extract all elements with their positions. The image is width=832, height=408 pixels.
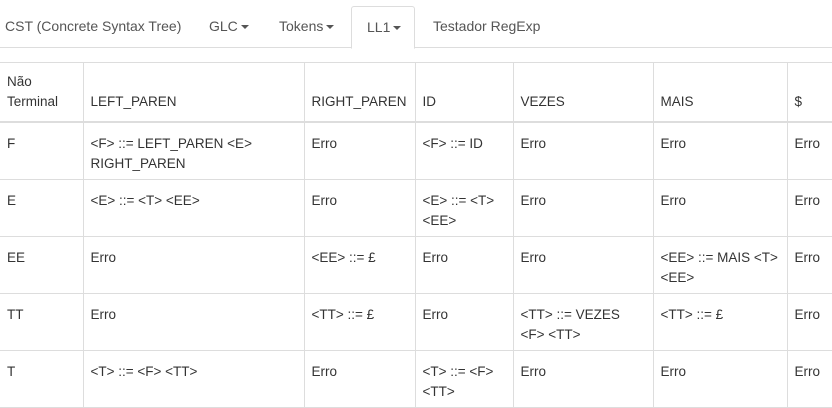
table-cell: E <box>0 178 84 237</box>
column-header-right-paren: RIGHT_PAREN <box>303 62 416 123</box>
table-cell: Erro <box>82 292 305 351</box>
table-cell: Erro <box>652 178 788 237</box>
table-cell: <F> ::= LEFT_PAREN <E> RIGHT_PAREN <box>82 121 305 180</box>
nav-tabs: CST (Concrete Syntax Tree) GLC Tokens LL… <box>0 0 832 49</box>
table-cell: T <box>0 349 84 408</box>
table-cell: TT <box>0 292 84 351</box>
ll1-table-container: Não Terminal LEFT_PAREN RIGHT_PAREN ID V… <box>0 62 832 408</box>
table-cell: <TT> ::= VEZES <F> <TT> <box>512 292 654 351</box>
table-cell: <T> ::= <F> <TT> <box>82 349 305 408</box>
table-cell: <TT> ::= £ <box>652 292 788 351</box>
table-row: T <T> ::= <F> <TT> Erro <T> ::= <F> <TT>… <box>0 349 832 408</box>
table-cell: <T> ::= <F> <TT> <box>414 349 514 408</box>
table-cell: F <box>0 121 84 180</box>
table-cell: Erro <box>786 292 832 351</box>
table-cell: EE <box>0 235 84 294</box>
table-cell: Erro <box>786 349 832 408</box>
table-cell: Erro <box>512 121 654 180</box>
column-header-end-marker: $ <box>786 62 832 123</box>
table-row: TT Erro <TT> ::= £ Erro <TT> ::= VEZES <… <box>0 292 832 351</box>
table-row: F <F> ::= LEFT_PAREN <E> RIGHT_PAREN Err… <box>0 121 832 180</box>
table-cell: <EE> ::= £ <box>303 235 416 294</box>
table-cell: Erro <box>303 121 416 180</box>
table-cell: Erro <box>512 178 654 237</box>
tab-testador-regexp-label: Testador RegExp <box>433 18 541 34</box>
table-cell: <EE> ::= MAIS <T> <EE> <box>652 235 788 294</box>
table-cell: <E> ::= <T> <EE> <box>82 178 305 237</box>
table-cell: Erro <box>303 349 416 408</box>
table-cell: <TT> ::= £ <box>303 292 416 351</box>
tab-cst-label: CST (Concrete Syntax Tree) <box>5 18 182 34</box>
tab-ll1[interactable]: LL1 <box>351 6 415 49</box>
ll1-parse-table: Não Terminal LEFT_PAREN RIGHT_PAREN ID V… <box>0 62 832 408</box>
table-cell: Erro <box>414 292 514 351</box>
table-cell: Erro <box>512 349 654 408</box>
table-cell: Erro <box>82 235 305 294</box>
tab-tokens[interactable]: Tokens <box>279 6 335 48</box>
caret-down-icon <box>393 26 402 31</box>
table-cell: <F> ::= ID <box>414 121 514 180</box>
table-cell: Erro <box>786 121 832 180</box>
column-header-mais: MAIS <box>652 62 788 123</box>
table-cell: Erro <box>652 349 788 408</box>
table-cell: Erro <box>652 121 788 180</box>
table-row: EE Erro <EE> ::= £ Erro Erro <EE> ::= MA… <box>0 235 832 294</box>
table-row: E <E> ::= <T> <EE> Erro <E> ::= <T> <EE>… <box>0 178 832 237</box>
table-header-row: Não Terminal LEFT_PAREN RIGHT_PAREN ID V… <box>0 62 832 123</box>
caret-down-icon <box>240 25 249 30</box>
tab-cst[interactable]: CST (Concrete Syntax Tree) <box>5 6 181 48</box>
column-header-id: ID <box>414 62 514 123</box>
column-header-vezes: VEZES <box>512 62 654 123</box>
table-cell: <E> ::= <T> <EE> <box>414 178 514 237</box>
tab-glc[interactable]: GLC <box>209 6 249 48</box>
tab-ll1-label: LL1 <box>367 19 391 35</box>
column-header-nao-terminal: Não Terminal <box>0 62 84 123</box>
caret-down-icon <box>326 25 335 30</box>
tab-glc-label: GLC <box>209 18 238 34</box>
table-cell: Erro <box>786 235 832 294</box>
tab-tokens-label: Tokens <box>279 18 324 34</box>
table-cell: Erro <box>414 235 514 294</box>
table-cell: Erro <box>512 235 654 294</box>
tab-testador-regexp[interactable]: Testador RegExp <box>433 6 540 48</box>
table-cell: Erro <box>303 178 416 237</box>
table-cell: Erro <box>786 178 832 237</box>
column-header-left-paren: LEFT_PAREN <box>82 62 305 123</box>
